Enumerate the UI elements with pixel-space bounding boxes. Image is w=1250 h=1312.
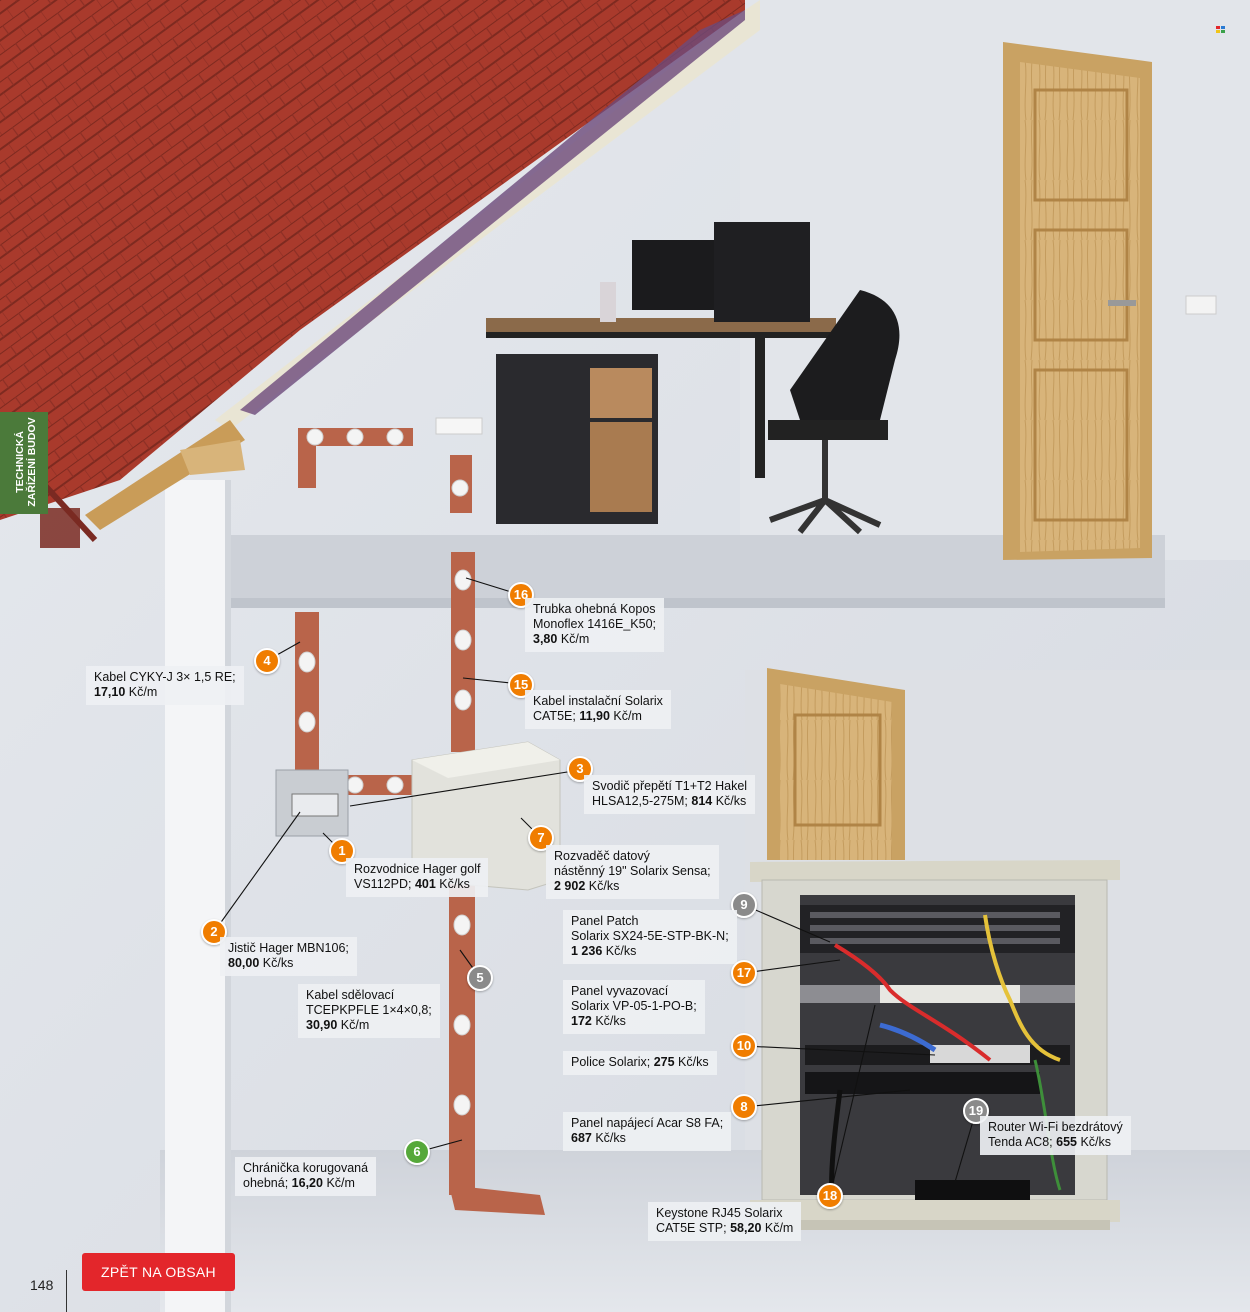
price: 401 [414, 877, 436, 891]
unit: Kč/ks [595, 1014, 626, 1028]
label-1: Rozvodnice Hager golf VS112PD; 401 Kč/ks [346, 858, 489, 897]
label-text: Tenda AC8; [988, 1135, 1053, 1149]
price: 687 [571, 1131, 592, 1145]
footer-divider [66, 1270, 67, 1312]
unit: Kč/m [560, 632, 590, 646]
unit: Kč/m [326, 1176, 355, 1190]
marker-5: 5 [467, 965, 493, 991]
label-4: Kabel CYKY-J 3× 1,5 RE; 17,10 Kč/m [86, 666, 244, 705]
price: 58,20 [730, 1221, 762, 1235]
price: 11,90 [579, 709, 610, 723]
label-text: Rozvodnice Hager golf [354, 862, 481, 876]
label-text: nástěnný 19" Solarix Sensa; [554, 864, 711, 878]
label-17: Panel vyvazovací Solarix VP-05-1-PO-B; 1… [563, 980, 705, 1034]
label-text: VS112PD; [354, 877, 412, 891]
unit: Kč/ks [1080, 1135, 1112, 1149]
label-text: Jistič Hager MBN106; [228, 941, 349, 955]
price: 80,00 [228, 956, 260, 970]
label-text: Router Wi-Fi bezdrátový [988, 1120, 1123, 1134]
label-2: Jistič Hager MBN106; 80,00 Kč/ks [220, 937, 357, 976]
label-text: Chránička korugovaná [243, 1161, 369, 1175]
unit: Kč/m [613, 709, 642, 723]
label-3: Svodič přepětí T1+T2 Hakel HLSA12,5-275M… [584, 775, 756, 814]
label-16: Trubka ohebná Kopos Monoflex 1416E_K50; … [525, 598, 665, 652]
label-text: Svodič přepětí T1+T2 Hakel [592, 779, 748, 793]
label-text: CAT5E; [533, 709, 576, 723]
label-19: Router Wi-Fi bezdrátový Tenda AC8; 655 K… [980, 1116, 1131, 1155]
price: 172 [571, 1014, 592, 1028]
label-text: Solarix VP-05-1-PO-B; [571, 999, 697, 1013]
label-text: Panel napájecí Acar S8 FA; [571, 1116, 724, 1130]
marker-16: 16 [508, 582, 534, 608]
label-9: Panel Patch Solarix SX24-5E-STP-BK-N; 1 … [563, 910, 737, 964]
label-text: HLSA12,5-275M; [592, 794, 688, 808]
unit: Kč/m [128, 685, 158, 699]
unit: Kč/ks [439, 877, 470, 891]
label-text: Panel Patch [571, 914, 639, 928]
label-text: Solarix SX24-5E-STP-BK-N; [571, 929, 729, 943]
price: 3,80 [533, 632, 558, 646]
label-text: Kabel CYKY-J 3× 1,5 RE; [94, 670, 236, 684]
price: 2 902 [554, 879, 586, 893]
publisher-logo-icon [1216, 26, 1225, 33]
side-tab-line1: TECHNICKÁ [14, 431, 26, 493]
label-text: CAT5E STP; [656, 1221, 727, 1235]
price: 814 [691, 794, 713, 808]
side-tab-line2: ZAŘÍZENÍ BUDOV [26, 417, 38, 507]
marker-3: 3 [567, 756, 593, 782]
label-8: Panel napájecí Acar S8 FA; 687 Kč/ks [563, 1112, 732, 1151]
price: 16,20 [291, 1176, 323, 1190]
unit: Kč/ks [605, 944, 637, 958]
price: 655 [1056, 1135, 1077, 1149]
unit: Kč/ks [595, 1131, 626, 1145]
unit: Kč/ks [588, 879, 620, 893]
label-text: Police Solarix; [571, 1055, 651, 1069]
unit: Kč/m [340, 1018, 370, 1032]
label-10: Police Solarix; 275 Kč/ks [563, 1051, 717, 1075]
label-text: ohebná; [243, 1176, 289, 1190]
price: 1 236 [571, 944, 603, 958]
marker-9: 9 [731, 892, 757, 918]
label-6: Chránička korugovaná ohebná; 16,20 Kč/m [235, 1157, 377, 1196]
marker-17: 17 [731, 960, 757, 986]
price: 17,10 [94, 685, 126, 699]
section-side-tab: TECHNICKÁ ZAŘÍZENÍ BUDOV [0, 412, 48, 514]
label-text: Kabel sdělovací [306, 988, 395, 1002]
marker-4: 4 [254, 648, 280, 674]
label-text: Monoflex 1416E_K50; [533, 617, 657, 631]
marker-8: 8 [731, 1094, 757, 1120]
label-text: TCEPKPFLE 1×4×0,8; [306, 1003, 432, 1017]
label-text: Rozvaděč datový [554, 849, 650, 863]
page-number: 148 [30, 1277, 54, 1293]
label-7: Rozvaděč datový nástěnný 19" Solarix Sen… [546, 845, 719, 899]
label-text: Trubka ohebná Kopos [533, 602, 656, 616]
label-5: Kabel sdělovací TCEPKPFLE 1×4×0,8; 30,90… [298, 984, 440, 1038]
label-text: Keystone RJ45 Solarix [656, 1206, 783, 1220]
unit: Kč/ks [678, 1055, 709, 1069]
marker-6: 6 [404, 1139, 430, 1165]
label-15: Kabel instalační Solarix CAT5E; 11,90 Kč… [525, 690, 671, 729]
label-text: Panel vyvazovací [571, 984, 669, 998]
unit: Kč/ks [262, 956, 294, 970]
marker-1: 1 [329, 838, 355, 864]
marker-10: 10 [731, 1033, 757, 1059]
unit: Kč/ks [715, 794, 747, 808]
marker-7: 7 [528, 825, 554, 851]
price: 275 [653, 1055, 675, 1069]
marker-18: 18 [817, 1183, 843, 1209]
label-18: Keystone RJ45 Solarix CAT5E STP; 58,20 K… [648, 1202, 802, 1241]
price: 30,90 [306, 1018, 338, 1032]
unit: Kč/m [764, 1221, 794, 1235]
label-text: Kabel instalační Solarix [533, 694, 663, 708]
back-to-contents-button[interactable]: ZPĚT NA OBSAH [82, 1253, 235, 1291]
